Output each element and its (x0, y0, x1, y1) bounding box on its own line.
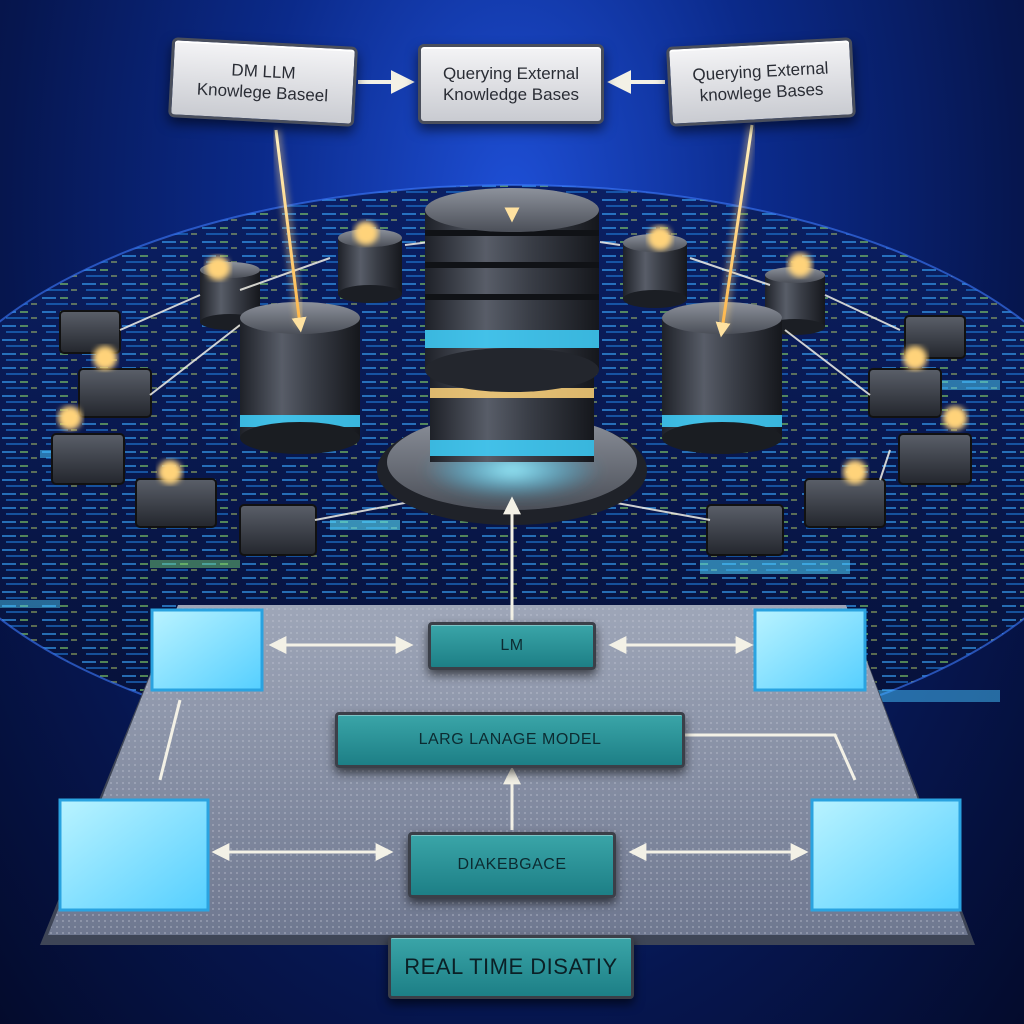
language-model-label-text: LARG LANAGE MODEL (418, 731, 602, 748)
database-label-text: DIAKEBGACE (457, 856, 567, 873)
sign-left-text: DM LLM Knowlege Baseel (196, 60, 329, 106)
sign-right: Querying External knowlege Bases (666, 37, 856, 127)
sign-center-text: Querying External Knowledge Bases (442, 63, 580, 104)
cyan-tiles (58, 608, 962, 912)
left-database-tower (238, 302, 362, 454)
llm-label: LM (428, 622, 596, 670)
realtime-label: REAL TIME DISATIY (388, 935, 634, 999)
sign-right-text: Querying External knowlege Bases (691, 58, 829, 106)
llm-label-text: LM (500, 637, 524, 654)
central-database-tower (377, 188, 647, 525)
network-links (119, 241, 901, 521)
sign-left: DM LLM Knowlege Baseel (168, 37, 358, 127)
glow-beacons (58, 221, 967, 484)
query-beams (271, 124, 757, 338)
platform-connectors (158, 496, 857, 861)
database-label: DIAKEBGACE (408, 832, 616, 898)
right-database-tower (660, 302, 784, 454)
sign-center: Querying External Knowledge Bases (418, 44, 604, 124)
language-model-label: LARG LANAGE MODEL (335, 712, 685, 768)
realtime-label-text: REAL TIME DISATIY (404, 954, 618, 979)
